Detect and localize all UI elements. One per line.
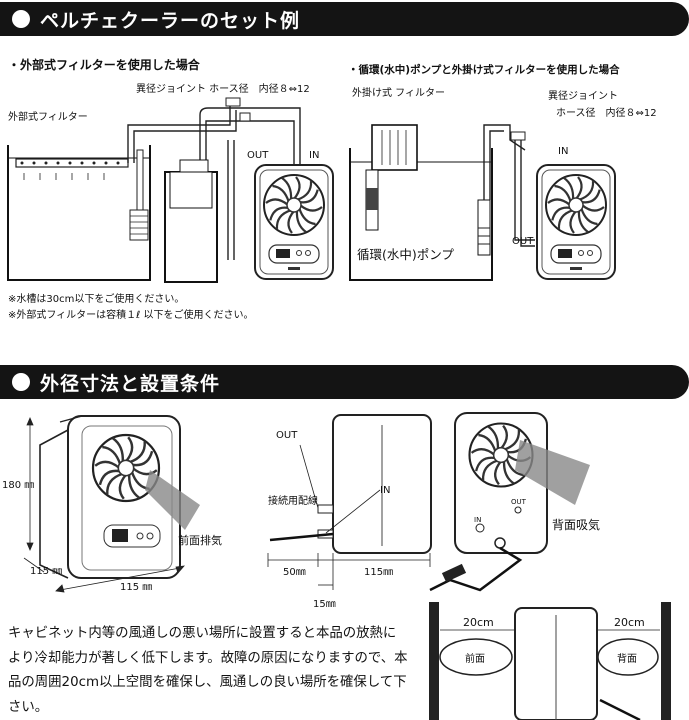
left-setup-diagram — [7, 97, 333, 283]
right-out-label: OUT — [512, 236, 534, 247]
front-label: 前面 — [465, 654, 485, 665]
section-title: 外径寸法と設置条件 — [40, 372, 221, 395]
section-title: ペルチェクーラーのセット例 — [40, 9, 301, 32]
front-exhaust-label: 前面排気 — [178, 534, 222, 547]
back-label: 背面 — [617, 654, 637, 665]
bullet-dot-icon — [12, 10, 30, 28]
left-out-label: OUT — [247, 150, 269, 161]
right-gap-label: 20cm — [614, 616, 645, 629]
dimension-115mm: 115㎜ — [364, 567, 394, 578]
cable-label: 接続用配線 — [268, 496, 318, 507]
depth-dimension: 115 ㎜ — [30, 566, 63, 577]
back-view — [429, 412, 590, 592]
side-in-label: IN — [380, 485, 391, 496]
left-in-label: IN — [309, 150, 320, 161]
side-view — [267, 414, 432, 590]
left-filter-label: 外部式フィルター — [8, 112, 88, 123]
front-3d-view — [23, 415, 200, 593]
right-hang-filter-label: 外掛け式 フィルター — [352, 88, 445, 99]
left-subtitle: ・外部式フィルターを使用した場合 — [8, 58, 200, 72]
right-joint-label: 異径ジョイント — [548, 91, 618, 102]
back-intake-label: 背面吸気 — [552, 518, 601, 532]
dimension-50mm: 50㎜ — [283, 567, 306, 578]
note-tank: ※水槽は30cm以下をご使用ください。 — [8, 294, 185, 305]
back-out-label: OUT — [511, 498, 526, 506]
right-hose-label: ホース径 内径８⇔12 — [556, 108, 657, 119]
width-dimension: 115 ㎜ — [120, 582, 153, 593]
section-banner-dimensions: 外径寸法と設置条件 — [0, 365, 689, 399]
bullet-dot-icon — [12, 373, 30, 391]
side-out-label: OUT — [276, 430, 298, 441]
installation-warning-paragraph: キャビネット内等の風通しの悪い場所に設置すると本品の放熱により冷却能力が著しく低… — [8, 626, 408, 715]
installation-diagram — [429, 602, 671, 720]
section-banner-setup: ペルチェクーラーのセット例 — [0, 2, 689, 36]
height-dimension: 180 ㎜ — [2, 480, 35, 491]
right-subtitle: ・循環(水中)ポンプと外掛け式フィルターを使用した場合 — [348, 64, 620, 76]
note-filter: ※外部式フィルターは容積１ℓ 以下をご使用ください。 — [8, 310, 254, 321]
back-in-label: IN — [474, 516, 482, 524]
dimension-15mm: 15㎜ — [313, 599, 336, 610]
left-gap-label: 20cm — [463, 616, 494, 629]
right-pump-label: 循環(水中)ポンプ — [357, 247, 454, 262]
right-in-label: IN — [558, 146, 569, 157]
left-joint-label: 異径ジョイント ホース径 内径８⇔12 — [136, 84, 310, 95]
right-setup-diagram — [349, 124, 615, 281]
